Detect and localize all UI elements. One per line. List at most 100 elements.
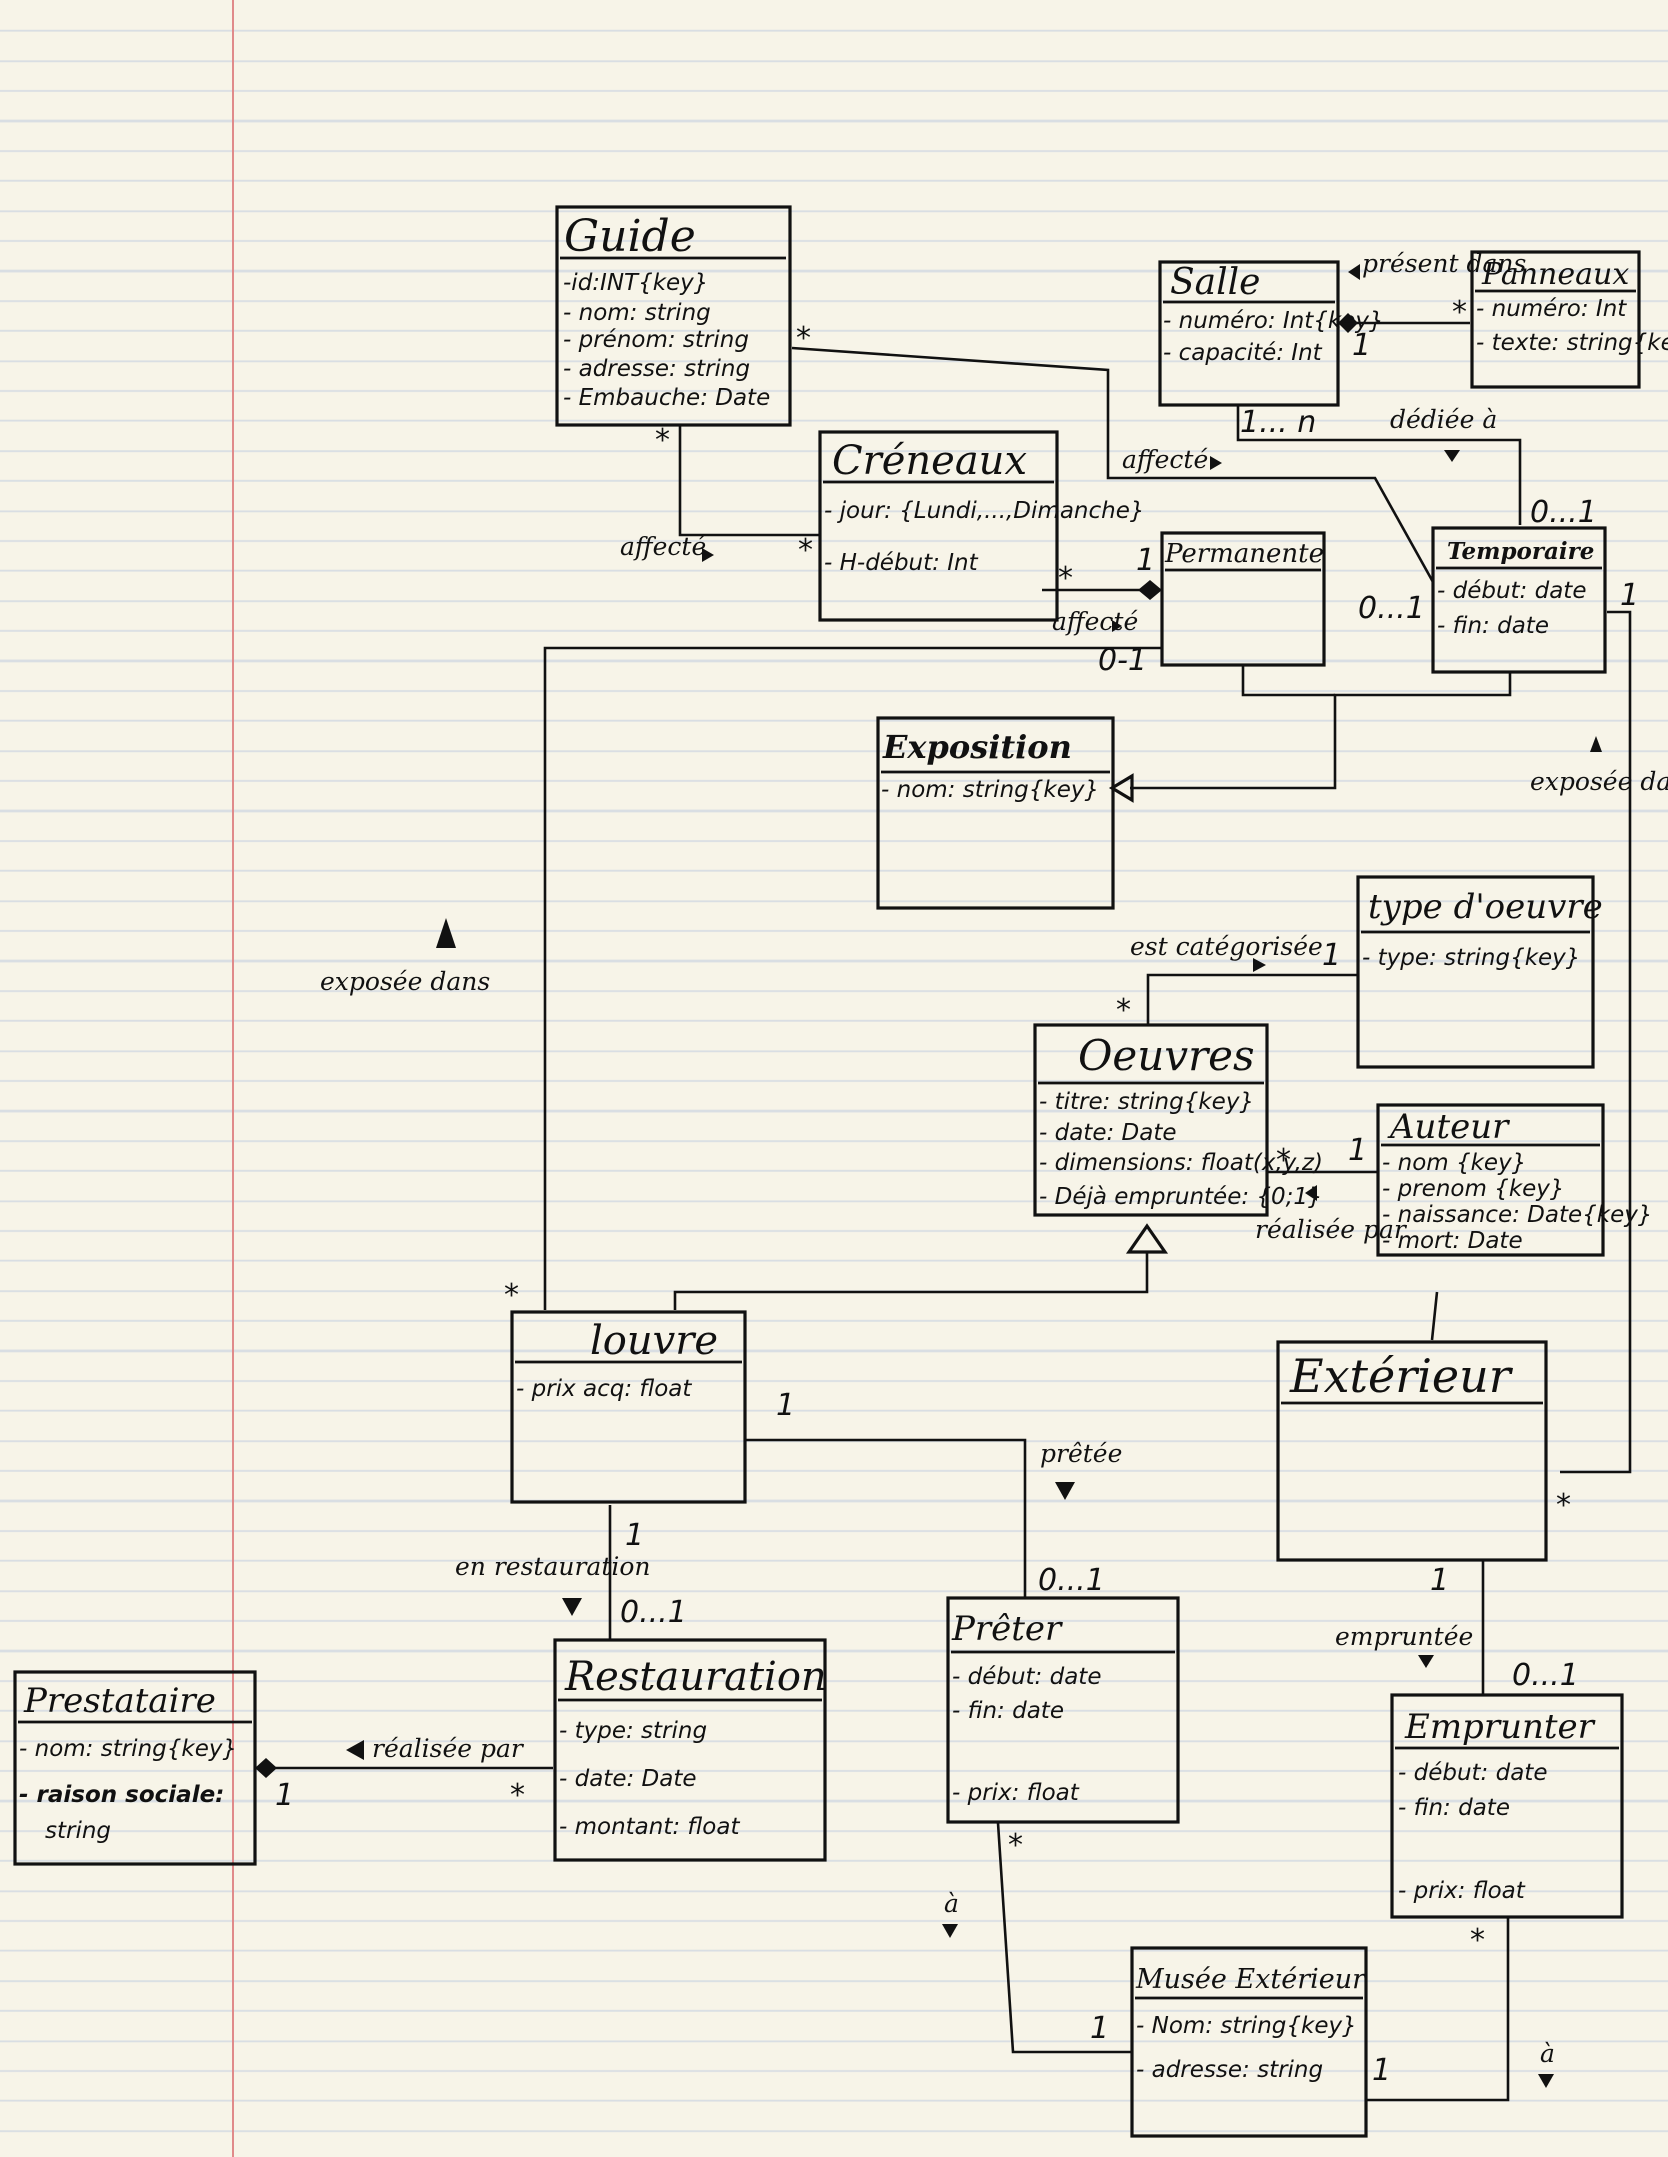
class-title: louvre — [590, 1318, 718, 1364]
class-title: Extérieur — [1289, 1349, 1514, 1403]
multiplicity: * — [504, 1278, 519, 1313]
edge-temporaire-exposition — [1130, 672, 1512, 790]
direction-arrow-icon — [1055, 1482, 1075, 1500]
direction-arrow-icon — [1418, 1655, 1434, 1668]
assoc-label: affecté — [1122, 445, 1208, 474]
assoc-label: à — [944, 1889, 959, 1918]
class-attr: - titre: string{key} — [1039, 1089, 1254, 1115]
direction-arrow-icon — [1210, 456, 1222, 470]
multiplicity: 1 — [625, 1518, 644, 1553]
multiplicity: * — [1116, 993, 1131, 1028]
class-permanente: Permanente — [1160, 531, 1326, 667]
direction-arrow-icon — [1348, 264, 1360, 280]
multiplicity: 1 — [1372, 2053, 1391, 2088]
class-attr: - date: Date — [1039, 1120, 1177, 1146]
class-attr: - fin: date — [1398, 1795, 1510, 1821]
multiplicity: * — [1452, 295, 1467, 330]
class-prestataire: Prestataire - nom: string{key} - raison … — [13, 1670, 257, 1866]
class-attr: - prix acq: float — [516, 1376, 692, 1402]
assoc-label: est catégorisée — [1130, 932, 1323, 961]
class-attr: - capacité: Int — [1163, 340, 1323, 366]
direction-arrow-icon — [1305, 1185, 1317, 1201]
assoc-label: empruntée — [1335, 1622, 1473, 1651]
class-emprunter: Emprunter - début: date - fin: date - pr… — [1390, 1693, 1624, 1919]
class-attr: - prenom {key} — [1382, 1176, 1565, 1202]
multiplicity: * — [1470, 1923, 1485, 1958]
class-attr: - nom: string — [563, 300, 711, 326]
class-guide: Guide -id:INT{key} - nom: string - préno… — [555, 205, 792, 427]
class-attr: - numéro: Int{key} — [1163, 308, 1384, 334]
multiplicity: 1 — [1352, 328, 1371, 363]
composition-diamond-permanente — [1138, 580, 1162, 600]
class-title: Panneaux — [1481, 257, 1629, 292]
edge-temporaire-exterieur — [1560, 610, 1632, 1474]
multiplicity: 0...1 — [1512, 1658, 1579, 1693]
class-attr: - montant: float — [559, 1814, 740, 1840]
class-attr: - dimensions: float(x,y,z) — [1039, 1150, 1323, 1176]
class-temporaire: Temporaire - début: date - fin: date — [1431, 526, 1607, 674]
edge-salle-temporaire — [1236, 405, 1522, 525]
edge-exterieur-generalization — [1430, 1291, 1439, 1341]
multiplicity: * — [510, 1778, 525, 1813]
assoc-label: présent dans — [1362, 249, 1526, 278]
class-attr: - type: string{key} — [1362, 945, 1580, 971]
class-attr: - prénom: string — [563, 327, 749, 353]
class-type-oeuvre: type d'oeuvre - type: string{key} — [1356, 875, 1603, 1069]
edge-guide-creneaux — [678, 425, 820, 537]
class-panneaux: Panneaux - numéro: Int - texte: string{k… — [1470, 250, 1668, 389]
assoc-label: exposée dans — [1530, 767, 1668, 796]
edge-oeuvres-subclasses — [673, 1252, 1149, 1310]
edge-guide-temporaire — [791, 346, 1435, 583]
direction-arrow-icon — [1590, 736, 1602, 752]
class-title: Prêter — [951, 1609, 1063, 1649]
class-title: Auteur — [1387, 1107, 1510, 1147]
class-attr: - naissance: Date{key} — [1382, 1202, 1653, 1228]
multiplicity: 0-1 — [1098, 643, 1147, 678]
multiplicity: * — [1556, 1488, 1571, 1523]
multiplicity: 1 — [1090, 2011, 1109, 2046]
multiplicity: 1... n — [1240, 405, 1316, 440]
direction-arrow-icon — [1538, 2074, 1554, 2088]
direction-arrow-icon — [702, 548, 714, 562]
multiplicity: * — [1276, 1143, 1291, 1178]
class-louvre: louvre - prix acq: float — [510, 1310, 747, 1504]
class-title: Temporaire — [1447, 538, 1594, 565]
assoc-label: dédiée à — [1390, 405, 1497, 434]
connectors — [255, 313, 1632, 2102]
class-title: Musée Extérieur — [1135, 1964, 1367, 1995]
class-exposition: Exposition - nom: string{key} — [876, 716, 1115, 910]
generalization-triangle-exposition — [1108, 773, 1134, 803]
multiplicity: 0...1 — [620, 1595, 687, 1630]
direction-arrow-icon — [1112, 620, 1122, 632]
class-title: type d'oeuvre — [1368, 887, 1603, 927]
generalization-triangle-oeuvres — [1125, 1223, 1169, 1254]
direction-arrow-icon — [562, 1598, 582, 1616]
class-title: Oeuvres — [1078, 1031, 1255, 1080]
direction-arrow-icon — [1444, 450, 1460, 462]
multiplicity: * — [655, 423, 670, 458]
class-attr: - jour: {Lundi,...,Dimanche} — [824, 498, 1145, 524]
class-title: Guide — [564, 211, 696, 262]
assoc-label: exposée dans — [320, 967, 490, 996]
class-attr: - fin: date — [952, 1698, 1064, 1724]
class-attr: - Embauche: Date — [563, 385, 770, 411]
class-title: Prestataire — [23, 1681, 216, 1721]
multiplicity: 1 — [1620, 578, 1639, 613]
class-attr: - texte: string{key} — [1476, 330, 1668, 356]
multiplicity: * — [1008, 1828, 1023, 1863]
edge-emprunter-musee — [1366, 1918, 1510, 2102]
direction-arrow-icon — [346, 1740, 364, 1760]
class-creneaux: Créneaux - jour: {Lundi,...,Dimanche} - … — [818, 430, 1145, 622]
class-attr: - nom: string{key} — [881, 777, 1099, 803]
edge-preter-musee — [996, 1822, 1132, 2054]
class-preter: Prêter - début: date - fin: date - prix:… — [946, 1596, 1180, 1824]
class-restauration: Restauration - type: string - date: Date… — [553, 1638, 827, 1862]
multiplicity: 1 — [1136, 543, 1155, 578]
assoc-label: réalisée par — [1255, 1215, 1408, 1244]
class-attr: - Déjà empruntée: {0;1} — [1039, 1184, 1323, 1210]
multiplicity: 1 — [776, 1388, 795, 1423]
assoc-label: réalisée par — [372, 1734, 525, 1763]
class-oeuvres: Oeuvres - titre: string{key} - date: Dat… — [1033, 1023, 1323, 1217]
class-salle: Salle - numéro: Int{key} - capacité: Int — [1158, 260, 1384, 407]
